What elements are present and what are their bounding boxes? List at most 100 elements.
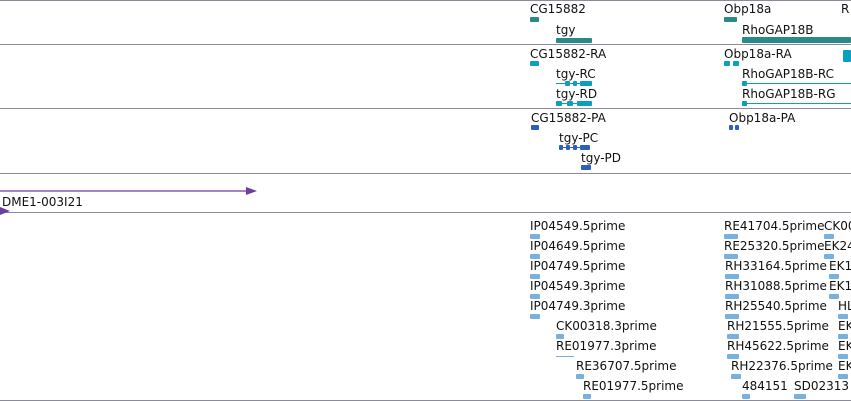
est-label: IP04649.5prime xyxy=(530,239,626,253)
protein-label-tgy-pc: tgy-PC xyxy=(559,131,599,145)
transcript-feature-rhogap18b-rg[interactable] xyxy=(742,103,851,104)
transcript-exon[interactable] xyxy=(733,61,739,66)
est-label: RE41704.5prime xyxy=(724,219,825,233)
transcript-label-rhogap18b-rc: RhoGAP18B-RC xyxy=(742,67,834,81)
est-feature[interactable] xyxy=(824,254,834,259)
est-feature[interactable] xyxy=(829,274,839,279)
track-divider xyxy=(0,44,851,45)
est-feature[interactable] xyxy=(838,334,848,339)
protein-exon[interactable] xyxy=(559,145,563,150)
est-label: EK1 xyxy=(829,279,851,293)
protein-feature-cg15882-pa[interactable] xyxy=(531,125,539,130)
protein-feature-tgy-pd[interactable] xyxy=(581,165,591,170)
transcript-exon[interactable] xyxy=(556,101,562,106)
est-feature[interactable] xyxy=(530,274,540,279)
est-feature[interactable] xyxy=(724,254,738,259)
est-label: RE01977.5prime xyxy=(583,379,684,393)
est-label: RH25540.5prime xyxy=(725,299,827,313)
transcript-exon[interactable] xyxy=(573,81,577,86)
gene-feature-obp18a[interactable] xyxy=(724,17,737,22)
est-label: EK xyxy=(838,359,851,373)
transcript-exon[interactable] xyxy=(724,61,730,66)
est-feature[interactable] xyxy=(725,314,739,319)
est-feature[interactable] xyxy=(794,394,806,399)
transcript-label-tgy-rd: tgy-RD xyxy=(556,87,598,101)
gene-feature-tgy[interactable] xyxy=(556,38,592,43)
est-label: HL xyxy=(838,299,851,313)
clone-arrow-right-icon xyxy=(246,187,257,195)
est-label: RH22376.5prime xyxy=(731,359,833,373)
transcript-label-rhogap18b-rg: RhoGAP18B-RG xyxy=(742,87,836,101)
track-divider xyxy=(0,0,851,1)
est-label: CK00 xyxy=(824,219,851,233)
transcript-label-obp18a-ra: Obp18a-RA xyxy=(724,47,792,61)
est-label: EK24 xyxy=(824,239,851,253)
protein-exon[interactable] xyxy=(566,145,570,150)
gene-label-obp18a: Obp18a xyxy=(724,2,772,16)
est-feature[interactable] xyxy=(725,294,739,299)
track-divider xyxy=(0,108,851,109)
clone-label: DME1-003I21 xyxy=(2,195,83,209)
gene-feature-rhogap18b[interactable] xyxy=(742,37,851,43)
est-feature[interactable] xyxy=(530,294,540,299)
est-feature[interactable] xyxy=(724,234,738,239)
track-divider xyxy=(0,173,851,174)
est-feature[interactable] xyxy=(731,374,741,379)
transcript-label-cg15882-ra: CG15882-RA xyxy=(530,47,607,61)
est-label: IP04549.5prime xyxy=(530,219,626,233)
est-feature[interactable] xyxy=(725,274,739,279)
est-feature[interactable] xyxy=(530,314,540,319)
transcript-exon[interactable] xyxy=(580,81,592,86)
est-feature[interactable] xyxy=(530,234,540,239)
est-label: EK xyxy=(838,319,851,333)
gene-label-tgy: tgy xyxy=(556,23,576,37)
transcript-feature-cut[interactable] xyxy=(843,50,851,62)
transcript-exon[interactable] xyxy=(742,81,747,86)
est-feature[interactable] xyxy=(742,394,750,399)
transcript-label-tgy-rc: tgy-RC xyxy=(556,67,596,81)
est-feature[interactable] xyxy=(727,354,739,359)
est-label: RE25320.5prime xyxy=(724,239,825,253)
track-divider xyxy=(0,212,851,213)
est-feature[interactable] xyxy=(838,374,848,379)
est-label: RH45622.5prime xyxy=(727,339,829,353)
est-feature[interactable] xyxy=(556,356,574,357)
protein-label-tgy-pd: tgy-PD xyxy=(581,151,622,165)
est-feature[interactable] xyxy=(583,394,591,399)
protein-exon[interactable] xyxy=(580,145,590,150)
est-feature[interactable] xyxy=(576,374,584,379)
est-label: SD02313 xyxy=(794,379,850,393)
est-label: RH31088.5prime xyxy=(725,279,827,293)
transcript-exon[interactable] xyxy=(742,101,747,106)
est-label: RE01977.3prime xyxy=(556,339,657,353)
gene-label-cg15882: CG15882 xyxy=(530,2,586,16)
est-label: 484151 xyxy=(742,379,788,393)
transcript-feature-cg15882-ra[interactable] xyxy=(530,61,539,66)
est-label: RE36707.5prime xyxy=(576,359,677,373)
est-label: IP04549.3prime xyxy=(530,279,626,293)
protein-exon[interactable] xyxy=(735,125,739,130)
est-label: RH33164.5prime xyxy=(725,259,827,273)
transcript-exon[interactable] xyxy=(577,101,592,106)
transcript-exon[interactable] xyxy=(565,81,570,86)
gene-label-cut: R xyxy=(841,2,850,16)
est-feature[interactable] xyxy=(530,254,540,259)
est-feature[interactable] xyxy=(727,334,739,339)
protein-exon[interactable] xyxy=(573,145,577,150)
protein-exon[interactable] xyxy=(729,125,733,130)
est-feature[interactable] xyxy=(824,234,834,239)
est-feature[interactable] xyxy=(838,314,848,319)
transcript-feature-rhogap18b-rc[interactable] xyxy=(742,83,851,84)
protein-label-cg15882-pa: CG15882-PA xyxy=(531,111,606,125)
transcript-exon[interactable] xyxy=(567,101,573,106)
gene-label-rhogap18b: RhoGAP18B xyxy=(742,23,814,37)
est-feature[interactable] xyxy=(829,294,839,299)
est-label: IP04749.5prime xyxy=(530,259,626,273)
intron-line xyxy=(556,103,592,104)
gene-feature-cg15882[interactable] xyxy=(530,17,539,22)
est-feature[interactable] xyxy=(838,354,848,359)
est-label: EK xyxy=(838,339,851,353)
est-feature[interactable] xyxy=(556,334,564,339)
est-label: RH21555.5prime xyxy=(727,319,829,333)
